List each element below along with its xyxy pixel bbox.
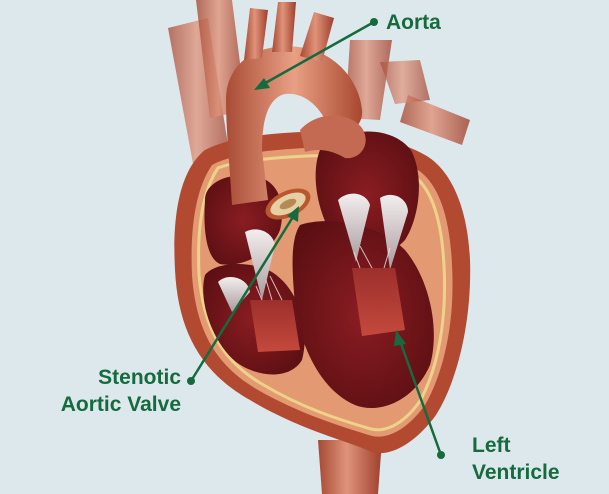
label-dot-icon bbox=[437, 451, 445, 459]
stenotic-aortic-valve-label: Stenotic Aortic Valve bbox=[61, 364, 181, 418]
stenotic-aortic-valve-label-line2: Aortic Valve bbox=[61, 393, 181, 416]
aorta-label: Aorta bbox=[386, 9, 441, 36]
left-ventricle-label-line1: Left bbox=[472, 434, 511, 457]
aorta-label-text: Aorta bbox=[386, 11, 441, 34]
label-dot-icon bbox=[187, 377, 195, 385]
label-dot-icon bbox=[370, 18, 378, 26]
left-ventricle-label-line2: Ventricle bbox=[472, 461, 560, 484]
stenotic-aortic-valve-label-line1: Stenotic bbox=[98, 366, 181, 389]
left-ventricle-label: Left Ventricle bbox=[472, 432, 560, 486]
